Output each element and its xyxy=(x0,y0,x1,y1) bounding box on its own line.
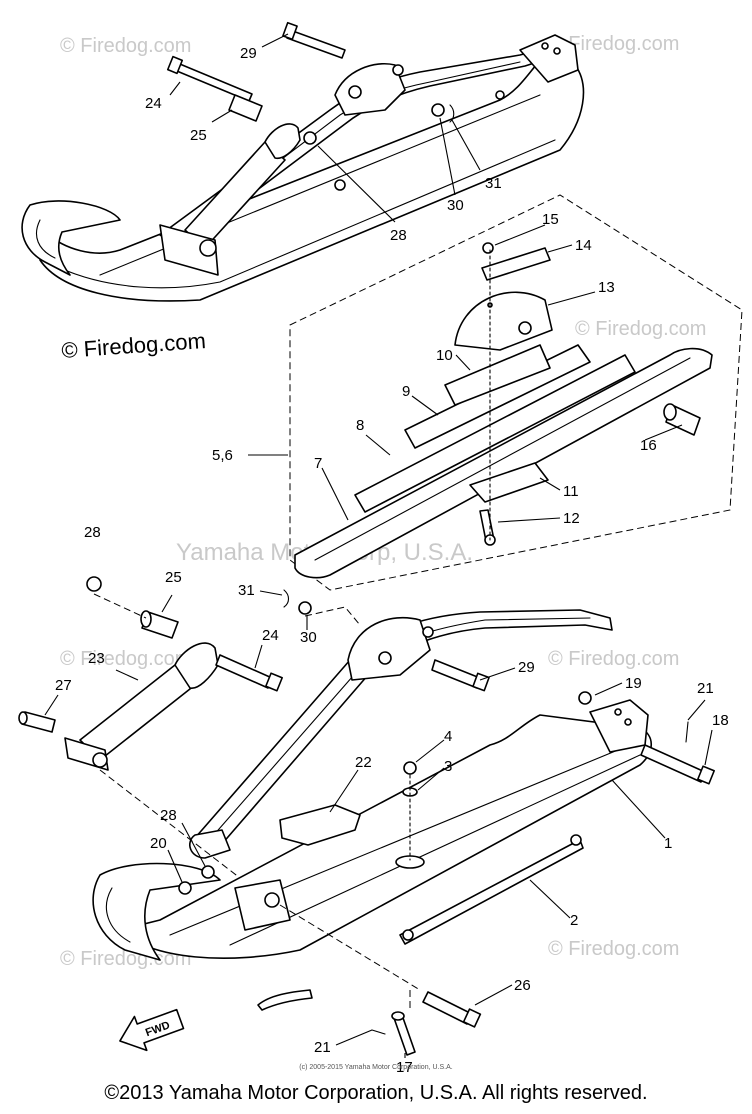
callout-4: 4 xyxy=(444,728,452,745)
callout-labels: 29 24 25 28 30 31 15 14 13 10 9 8 5,6 7 … xyxy=(55,45,729,1076)
leaf-spring-exploded xyxy=(294,242,713,579)
callout-7: 7 xyxy=(314,455,322,472)
watermark-mid-left: © Firedog.com xyxy=(61,328,207,363)
callout-3: 3 xyxy=(444,758,452,775)
callout-19: 19 xyxy=(625,675,642,692)
fwd-arrow: FWD xyxy=(119,1008,185,1052)
callout-26: 26 xyxy=(514,977,531,994)
callout-29-top: 29 xyxy=(240,45,257,62)
copyright-footer: ©2013 Yamaha Motor Corporation, U.S.A. A… xyxy=(104,1082,648,1104)
callout-13: 13 xyxy=(598,279,615,296)
tiny-copyright: (c) 2005-2015 Yamaha Motor Corporation, … xyxy=(299,1064,453,1071)
callout-10: 10 xyxy=(436,347,453,364)
callout-11: 11 xyxy=(563,483,579,500)
callout-16: 16 xyxy=(640,437,657,454)
upper-ski-assembly xyxy=(21,21,585,302)
callout-28-mid: 28 xyxy=(84,524,101,541)
callout-27: 27 xyxy=(55,677,72,694)
watermark-top-left: © Firedog.com xyxy=(60,35,191,57)
watermark-lower-right: © Firedog.com xyxy=(548,648,679,670)
callout-23: 23 xyxy=(88,650,105,667)
callout-24-top: 24 xyxy=(145,95,162,112)
watermark-mid-right: © Firedog.com xyxy=(575,318,706,340)
alignment-line-3 xyxy=(304,606,361,626)
watermark-bottom-right: © Firedog.com xyxy=(548,938,679,960)
callout-28-top: 28 xyxy=(390,227,407,244)
alignment-line-1 xyxy=(93,593,147,619)
callout-31-top: 31 xyxy=(485,175,502,192)
callout-20: 20 xyxy=(150,835,167,852)
callout-31-mid: 31 xyxy=(238,582,255,599)
leader-lines xyxy=(44,33,713,1058)
watermark-top-right: © Firedog.com xyxy=(548,33,679,55)
callout-30-top: 30 xyxy=(447,197,464,214)
callout-28-low: 28 xyxy=(160,807,177,824)
callout-8: 8 xyxy=(356,417,364,434)
callout-15: 15 xyxy=(542,211,559,228)
callout-18: 18 xyxy=(712,712,729,729)
callout-30-mid: 30 xyxy=(300,629,317,646)
lower-ski-assembly xyxy=(18,576,715,1056)
callout-2: 2 xyxy=(570,912,578,929)
callout-25-top: 25 xyxy=(190,127,207,144)
callout-14: 14 xyxy=(575,237,592,254)
callout-25-mid: 25 xyxy=(165,569,182,586)
callout-29-mid: 29 xyxy=(518,659,535,676)
detail-frame xyxy=(289,194,743,591)
callout-21-right: 21 xyxy=(697,680,714,697)
callout-17: 17 xyxy=(396,1059,413,1076)
callout-12: 12 xyxy=(563,510,580,527)
callout-21-bottom: 21 xyxy=(314,1039,331,1056)
callout-24-mid: 24 xyxy=(262,627,279,644)
alignment-line-2 xyxy=(99,769,241,879)
callout-1: 1 xyxy=(664,835,672,852)
watermark-bottom-left: © Firedog.com xyxy=(60,948,191,970)
callout-22: 22 xyxy=(355,754,372,771)
watermark-lower-left: © Firedog.com xyxy=(60,648,191,670)
callout-9: 9 xyxy=(402,383,410,400)
callout-5-6: 5,6 xyxy=(212,447,233,464)
